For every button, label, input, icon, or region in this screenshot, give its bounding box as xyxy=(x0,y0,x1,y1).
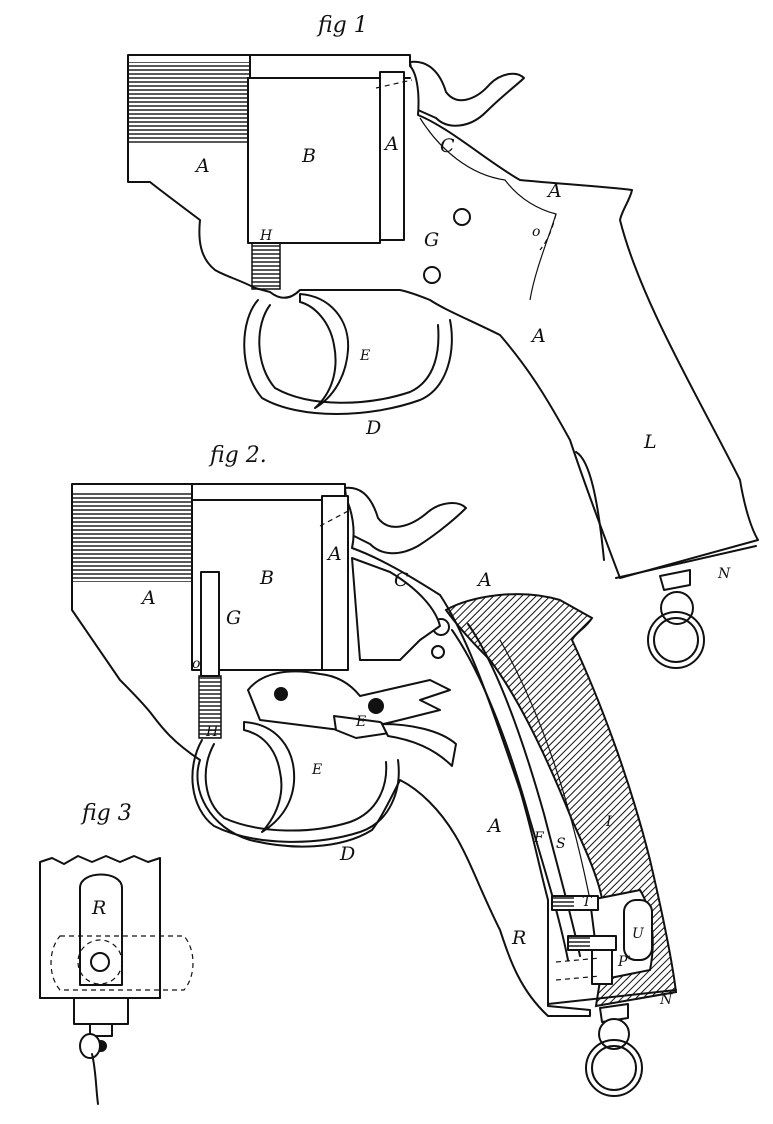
fig1-lanyard-swivel xyxy=(660,591,694,625)
fig2-mainspring xyxy=(451,629,569,961)
fig1-label-o: o xyxy=(532,224,540,240)
fig1-recoil-shield xyxy=(379,71,405,241)
fig3-slot xyxy=(79,873,123,986)
fig1-label-e: E xyxy=(359,348,370,364)
fig1-label-h: H xyxy=(259,228,273,244)
fig1-lanyard-ring xyxy=(647,611,705,669)
fig2-recoil-shield xyxy=(321,495,349,671)
fig1-label-a-lower: A xyxy=(530,325,546,347)
fig1-screw-bottom xyxy=(423,266,441,284)
fig1-label-c: C xyxy=(440,135,455,157)
fig2-label-d: D xyxy=(339,843,355,865)
fig2-label-u: U xyxy=(632,926,645,942)
fig1-trigger xyxy=(299,293,350,409)
fig2-label-a-lower: A xyxy=(486,815,502,837)
fig1-ratchet xyxy=(251,242,281,290)
fig2-ratchet xyxy=(198,675,222,739)
fig1-label-b: B xyxy=(301,145,316,167)
fig1-label-l: L xyxy=(643,431,657,453)
fig2-lanyard-swivel xyxy=(598,1018,630,1050)
fig2-label-e-trigger: E xyxy=(311,762,322,778)
fig2-label-b: B xyxy=(259,567,274,589)
fig1-trigger-guard xyxy=(243,299,453,415)
fig2-label-f: F xyxy=(533,830,545,846)
fig1-screw-top xyxy=(453,208,471,226)
fig2-title: fig 2. xyxy=(208,443,267,468)
figure-3: fig 3 R xyxy=(39,801,194,1105)
fig2-label-a-frame: A xyxy=(326,543,342,565)
fig2-label-h: H xyxy=(205,724,219,740)
fig2-label-a-top: A xyxy=(476,569,492,591)
fig1-title: fig 1 xyxy=(316,13,368,38)
figure-1: fig 1 A xyxy=(127,13,759,669)
fig3-base-plate xyxy=(73,997,129,1025)
fig1-label-a-barrel: A xyxy=(194,155,210,177)
fig2-label-p: P' xyxy=(617,954,631,970)
fig2-label-s: S xyxy=(556,836,566,852)
fig1-barrel-rib xyxy=(128,62,250,144)
fig2-lanyard-ring xyxy=(585,1039,643,1097)
fig2-slot-u xyxy=(623,899,653,961)
fig2-label-r: R xyxy=(511,927,526,949)
fig3-ring-edge xyxy=(91,1053,99,1105)
fig2-pin-right xyxy=(368,698,384,714)
fig1-hammer xyxy=(409,60,525,127)
fig2-label-e-pawl: E xyxy=(355,714,366,730)
figure-2: fig 2. xyxy=(71,443,678,1097)
fig1-label-n: N xyxy=(717,566,731,582)
fig2-pawl xyxy=(333,715,397,739)
fig2-label-n: N xyxy=(659,992,673,1008)
fig2-label-o: o xyxy=(192,656,200,672)
fig3-label-r: R xyxy=(91,897,106,919)
fig2-pin-left xyxy=(274,687,288,701)
fig2-label-i: I xyxy=(605,814,612,830)
fig1-label-d: D xyxy=(365,417,381,439)
fig2-label-t: T xyxy=(582,894,593,910)
fig2-label-g: G xyxy=(226,607,241,629)
fig2-trigger xyxy=(243,721,296,833)
fig3-title: fig 3 xyxy=(80,801,132,826)
fig2-trigger-guard xyxy=(191,739,400,843)
fig2-label-a-barrel: A xyxy=(140,587,156,609)
fig3-pivot xyxy=(90,952,110,972)
fig2-hammer xyxy=(344,486,467,555)
fig1-label-g: G xyxy=(424,229,439,251)
fig2-label-c: C xyxy=(394,569,409,591)
fig2-lever-g xyxy=(200,571,220,677)
fig1-label-a-frame: A xyxy=(383,133,399,155)
fig1-label-a-top: A xyxy=(546,180,562,202)
fig2-barrel-rib xyxy=(72,492,192,582)
